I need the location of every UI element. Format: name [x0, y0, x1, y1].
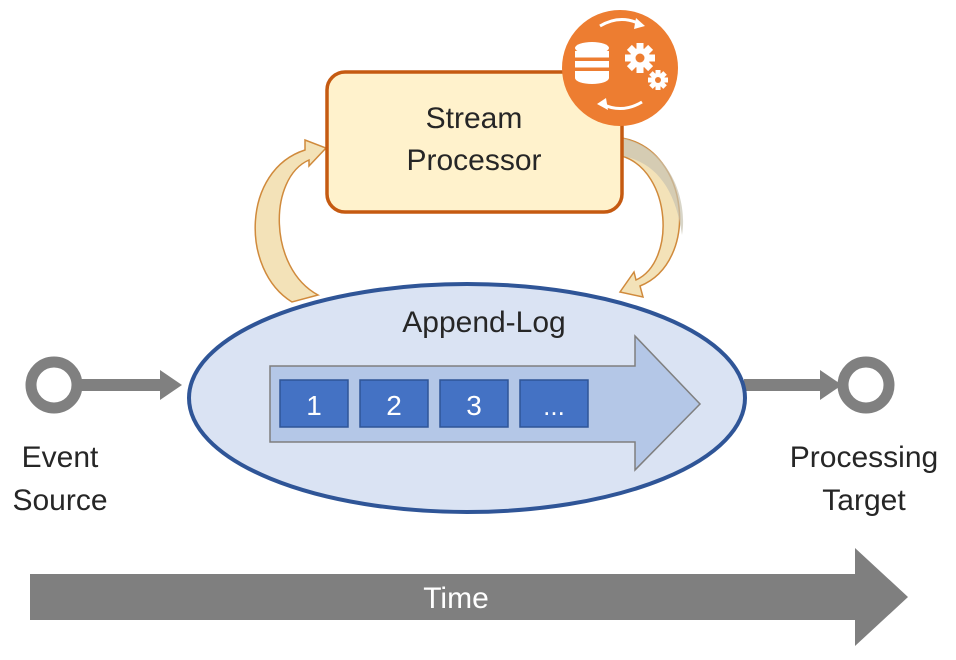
processing-target-connector: [744, 356, 895, 414]
processing-target-label-line2: Target: [822, 484, 906, 517]
processing-target-label-line1: Processing: [790, 441, 938, 474]
output-curved-arrow: [618, 137, 684, 298]
time-label: Time: [423, 582, 489, 615]
stream-processor-box: Stream Processor: [325, 70, 624, 214]
log-cells: 1 2 3 ...: [279, 379, 589, 428]
log-cell-label: 1: [306, 390, 322, 421]
log-cell: 1: [279, 379, 349, 428]
input-curved-arrow: [254, 138, 328, 303]
processor-label-line2: Processor: [406, 144, 541, 177]
append-log-title: Append-Log: [402, 306, 565, 339]
event-source-label-line1: Event: [22, 441, 99, 474]
log-cell-label: ...: [543, 391, 565, 421]
log-cell-label: 2: [386, 390, 402, 421]
time-arrow: Time: [30, 548, 908, 646]
event-source-label-line2: Source: [12, 484, 107, 517]
processor-label-line1: Stream: [426, 102, 523, 135]
event-source-connector: [25, 356, 182, 414]
database-gears-icon: [562, 10, 678, 126]
log-cell: ...: [519, 379, 589, 428]
log-cell: 3: [439, 379, 509, 428]
log-cell-label: 3: [466, 390, 482, 421]
log-cell: 2: [359, 379, 429, 428]
